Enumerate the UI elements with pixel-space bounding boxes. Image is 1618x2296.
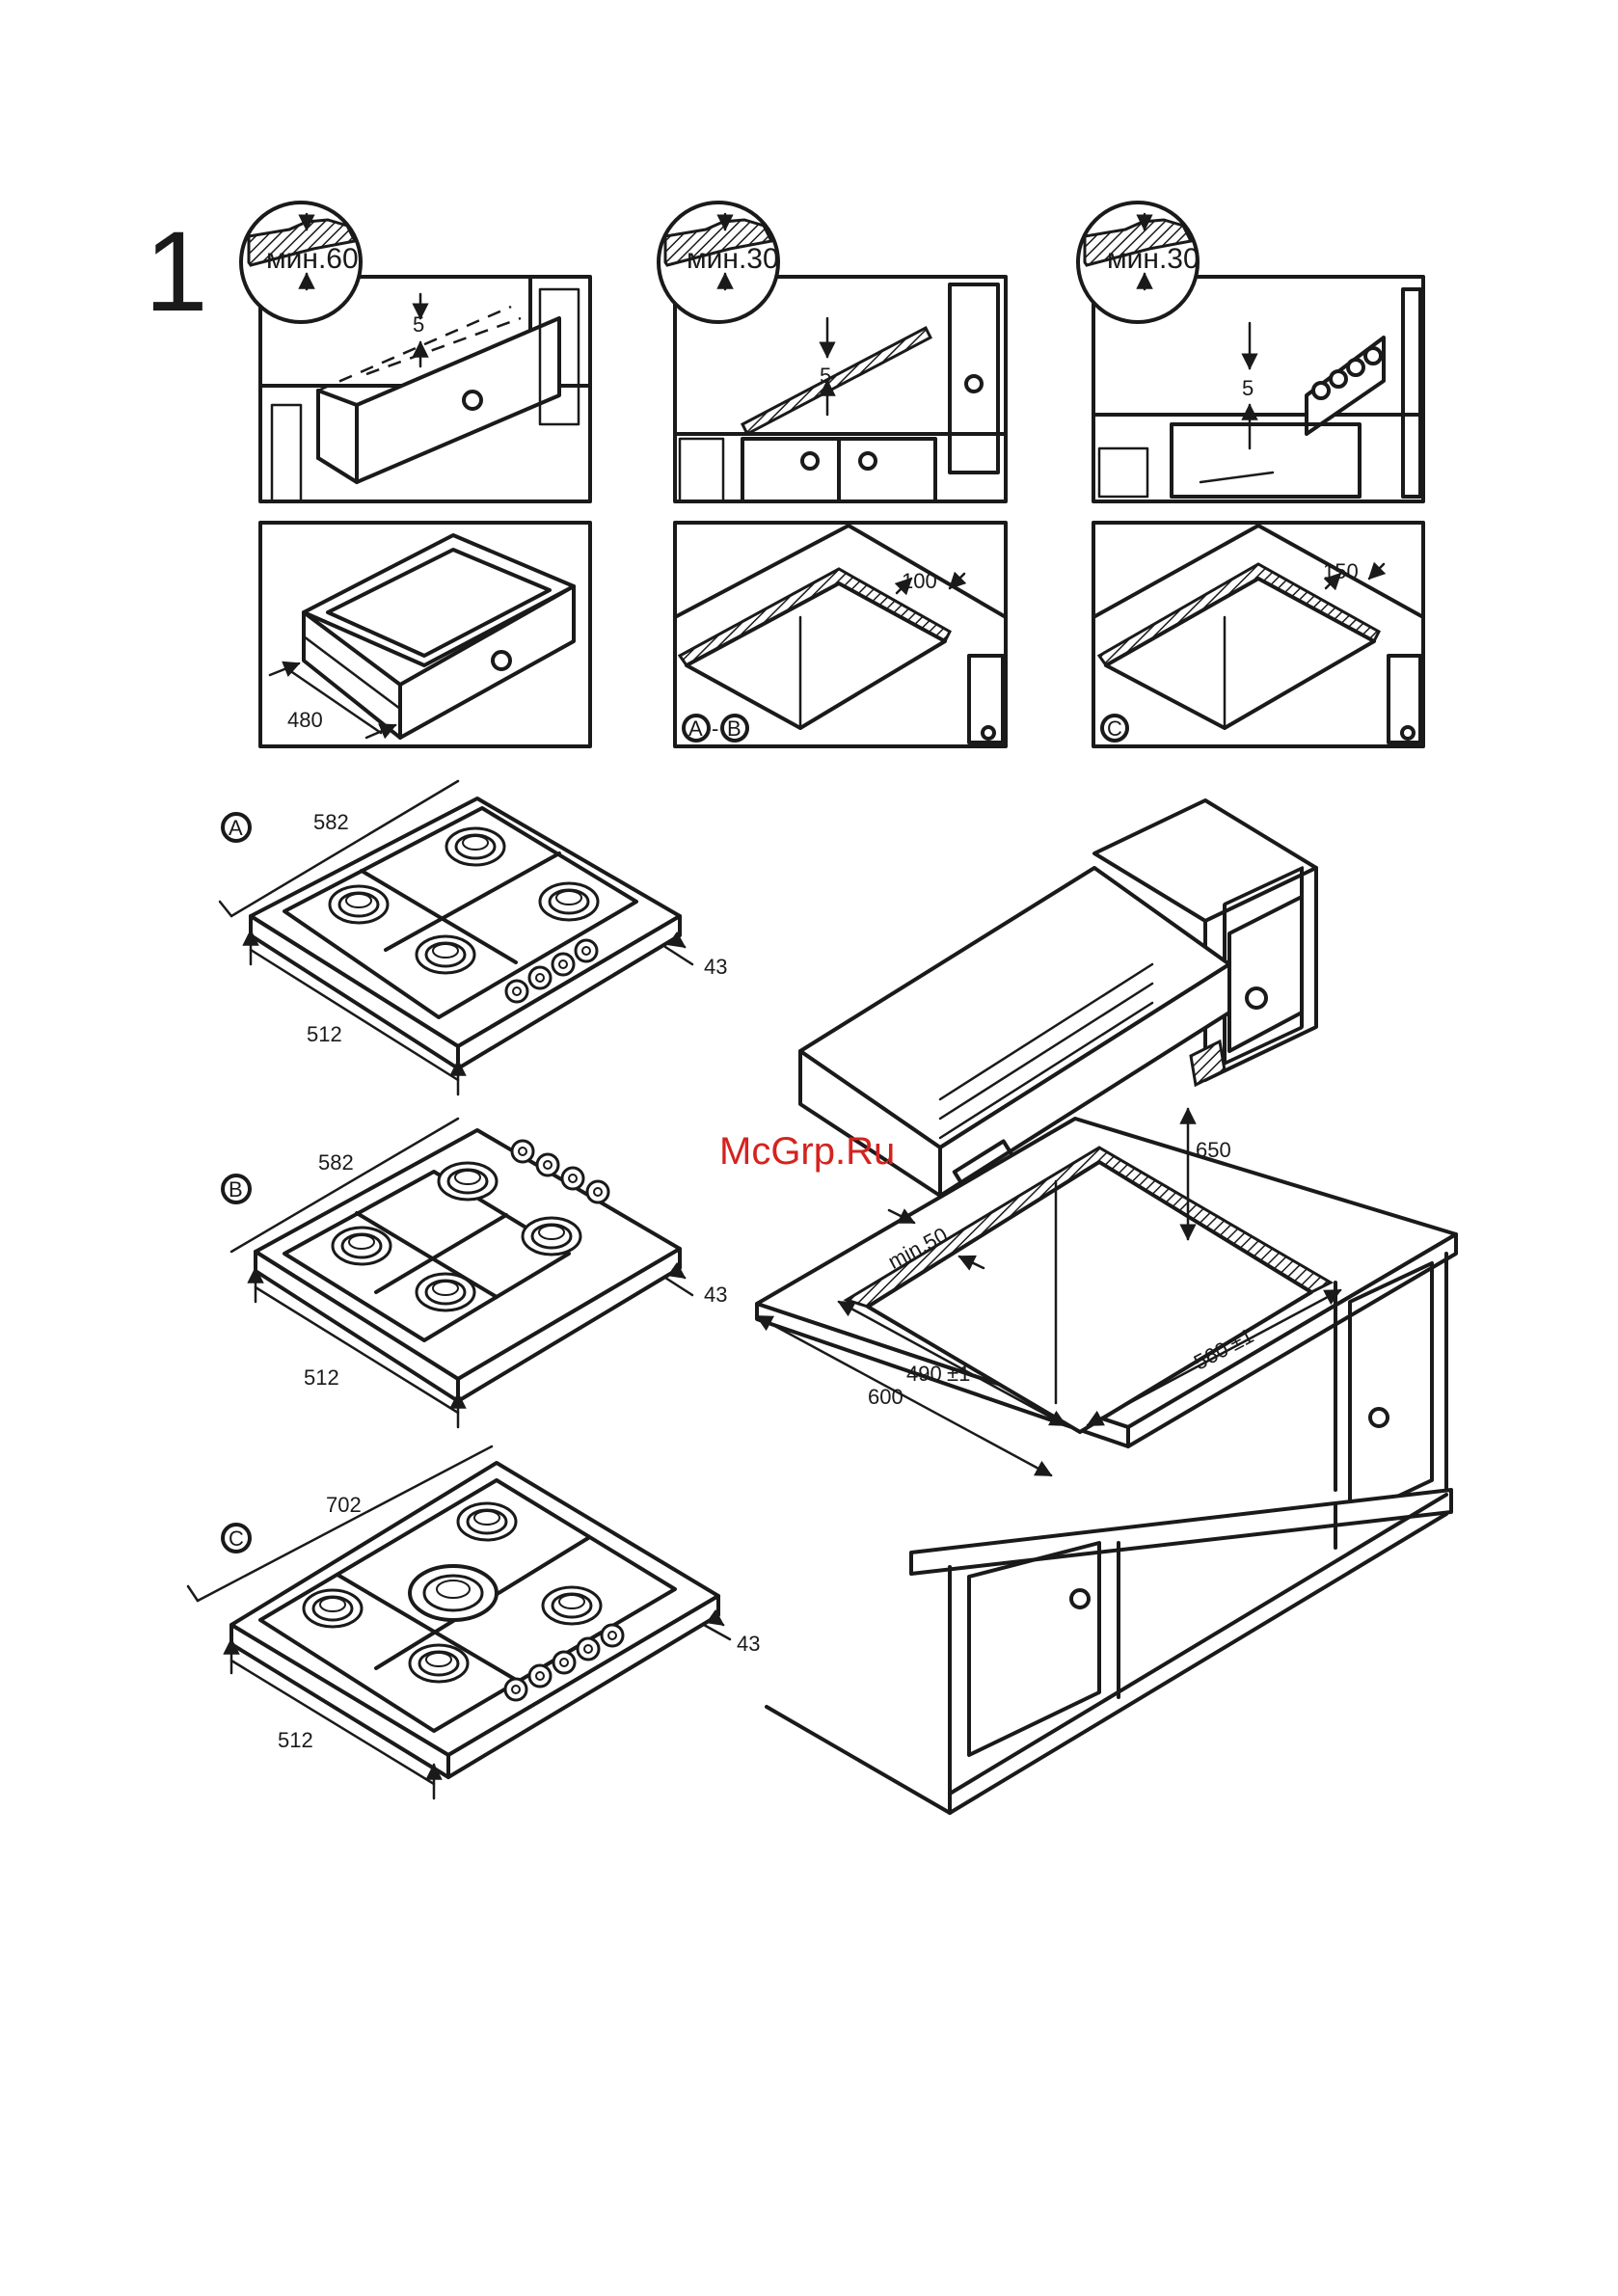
cabinet-knob-icon [1370,1409,1388,1426]
installation-view: 650 min.50 490 ±1 560 ±1 600 [757,800,1456,1813]
dimension-value: 480 [287,708,323,732]
variant-letter: C [1107,716,1122,741]
hob-a: A 582 512 43 [220,781,727,1094]
hob-height: 43 [704,1283,727,1307]
dimension-value: 100 [902,569,937,593]
hob-variant: A [229,816,243,840]
hood-height: 650 [1196,1138,1231,1162]
hob-depth: 512 [307,1022,342,1046]
figure-number: 1 [145,208,208,336]
hob-c: C 702 512 43 [188,1446,760,1798]
variant-letter: A [688,716,703,741]
gap-value: 5 [413,312,424,337]
clearance-label: мин.30 [687,243,779,275]
drawer-knob-icon [464,392,481,409]
hob-height: 43 [737,1632,760,1656]
drawer-front [357,318,559,482]
oven-knob-icon [1365,348,1381,364]
hob-variant: C [229,1526,244,1551]
hob-width: 702 [326,1493,362,1517]
watermark: McGrp.Ru [719,1130,895,1173]
clearance-panel-3: 5 мин.30 [1078,203,1423,501]
cutout-panel-2: 100 A - B [675,523,1006,746]
gap-value: 5 [1242,376,1254,400]
cutout-panel-1: 480 [260,523,590,746]
hob-height: 43 [704,955,727,979]
cabinet-knob-icon [1071,1590,1089,1607]
drawer-knob-icon [493,652,510,669]
clearance-panel-2: 5 мин.30 [659,203,1006,501]
hob-depth: 512 [304,1365,339,1390]
worktop-depth: 600 [868,1385,903,1409]
hob-width: 582 [318,1150,354,1175]
cutout-depth-tolerance: ±1 [947,1362,970,1386]
dimension-value: 150 [1323,559,1359,583]
clearance-label: мин.30 [1107,243,1200,275]
variant-letter: B [727,716,742,741]
cabinet-knob-icon [1247,988,1266,1008]
clearance-label: мин.60 [266,243,359,275]
hob-width: 582 [313,810,349,834]
cutout-panel-3: 150 C [1093,523,1423,746]
oven-knob-icon [1313,383,1329,398]
hob-depth: 512 [278,1728,313,1752]
cutout-depth: 490 [906,1362,942,1386]
oven-knob-icon [1331,371,1346,387]
clearance-panel-1: 5 мин.60 [241,203,590,501]
oven-knob-icon [1348,360,1363,375]
hob-b: B 582 512 43 [223,1119,727,1427]
hob-variant: B [229,1177,243,1202]
gap-value: 5 [820,364,831,388]
variant-separator: - [712,716,718,741]
